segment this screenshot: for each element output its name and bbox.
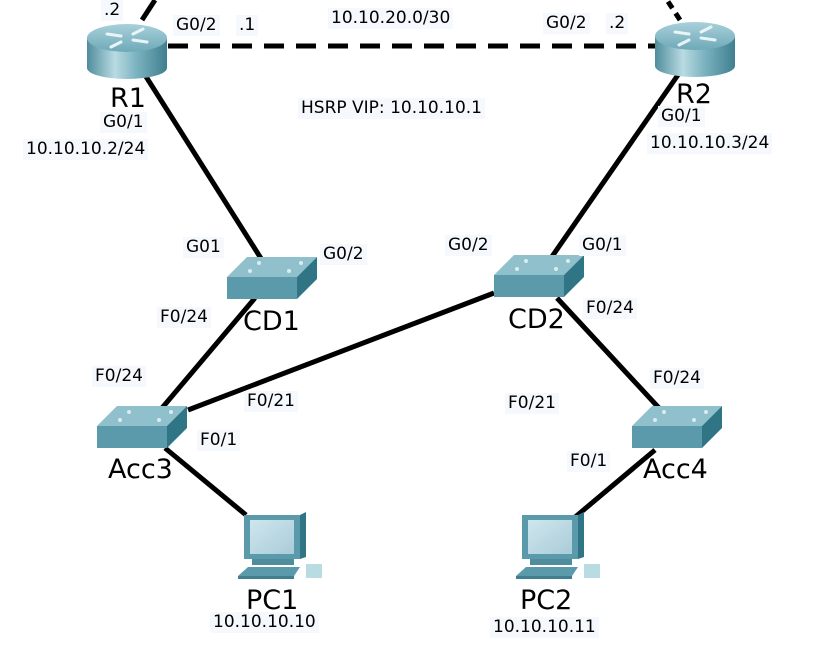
r1-top-ip-label: .2 <box>101 0 124 21</box>
switch-ports-icon <box>515 259 570 271</box>
pc2-ip-label: 10.10.10.11 <box>490 617 599 638</box>
r1-g02-label: G0/2 <box>173 15 220 36</box>
acc3-f021-label: F0/21 <box>244 391 298 412</box>
r1-g02-ip-label: .1 <box>236 15 259 36</box>
link-r1-up <box>139 0 158 22</box>
r2-g01-ip-label: 10.10.10.3/24 <box>647 133 773 154</box>
switch-ports-icon <box>248 261 303 273</box>
acc4-f021-label: F0/21 <box>505 393 559 414</box>
acc4-f024-label: F0/24 <box>650 368 704 389</box>
cd1-f024-label: F0/24 <box>157 307 211 328</box>
r1-g01-ip-label: 10.10.10.2/24 <box>23 139 149 160</box>
links <box>139 0 683 520</box>
device-name-pc1: PC1 <box>246 585 299 616</box>
pc-pc2[interactable] <box>516 512 600 579</box>
cd1-g01-label: G01 <box>183 237 224 258</box>
switch-ports-icon <box>118 410 173 422</box>
r2-g02-label: G0/2 <box>543 13 590 34</box>
cd2-g02-label: G0/2 <box>445 235 492 256</box>
r2-g01-label: G0/1 <box>658 106 705 127</box>
link-acc3-pc1[interactable] <box>163 446 248 517</box>
device-name-acc4: Acc4 <box>643 454 708 485</box>
acc4-f01-label: F0/1 <box>567 451 611 472</box>
link-r2-up <box>664 0 683 22</box>
switch-acc3[interactable] <box>97 406 187 448</box>
device-name-pc2: PC2 <box>520 585 573 616</box>
link-cd2-acc4[interactable] <box>555 296 661 410</box>
router-r2[interactable] <box>655 22 735 77</box>
link-subnet-label: 10.10.20.0/30 <box>328 8 454 29</box>
switch-acc4[interactable] <box>632 406 722 448</box>
acc3-f01-label: F0/1 <box>197 430 241 451</box>
cd2-f024-label: F0/24 <box>583 298 637 319</box>
pc-pc1[interactable] <box>238 512 322 579</box>
switch-cd1[interactable] <box>227 257 317 299</box>
link-r2-cd2[interactable] <box>548 70 683 260</box>
link-cd1-acc3[interactable] <box>160 296 257 410</box>
device-name-r1: R1 <box>110 83 146 114</box>
link-cd2-acc3[interactable] <box>187 290 495 413</box>
cd2-g01-label: G0/1 <box>579 235 626 256</box>
device-name-cd1: CD1 <box>243 306 300 337</box>
switch-ports-icon <box>653 410 708 422</box>
link-acc4-pc2[interactable] <box>572 448 657 520</box>
switch-cd2[interactable] <box>494 255 584 297</box>
r2-g02-ip-label: .2 <box>606 13 629 34</box>
r1-g01-label: G0/1 <box>100 112 147 133</box>
router-arrows-icon <box>673 25 717 47</box>
link-r1-cd1[interactable] <box>142 73 265 262</box>
cd1-g02-label: G0/2 <box>320 244 367 265</box>
pc1-ip-label: 10.10.10.10 <box>210 612 319 633</box>
device-name-r2: R2 <box>676 79 712 110</box>
device-name-acc3: Acc3 <box>108 454 173 485</box>
router-r1[interactable] <box>87 24 167 79</box>
router-arrows-icon <box>105 27 149 49</box>
device-name-cd2: CD2 <box>508 304 565 335</box>
hsrp-vip-label: HSRP VIP: 10.10.10.1 <box>298 98 485 119</box>
acc3-f024-label: F0/24 <box>92 366 146 387</box>
